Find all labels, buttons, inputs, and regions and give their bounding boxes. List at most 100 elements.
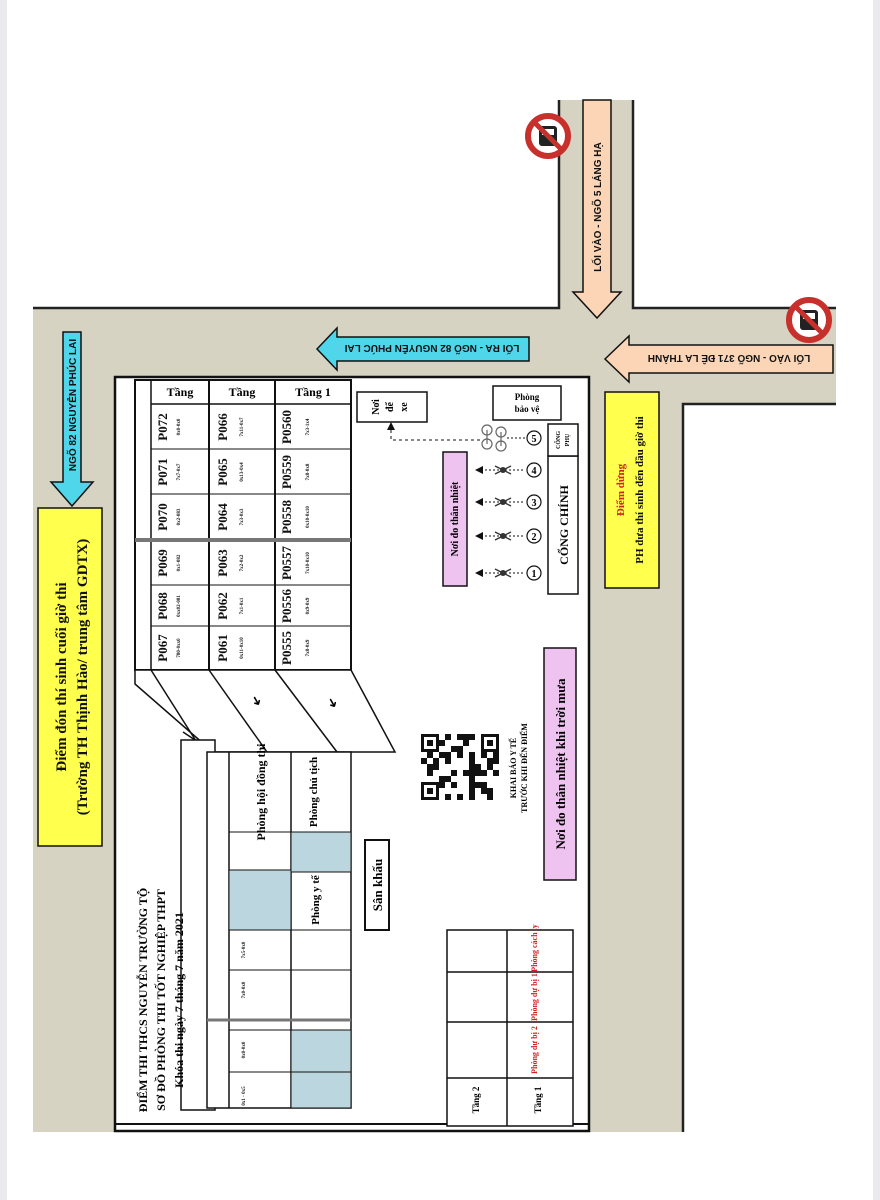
floor-label-top: Tầng: [167, 385, 194, 399]
room-code: P069: [155, 549, 170, 577]
room-code: P061: [215, 634, 230, 661]
temp-check-box: [442, 451, 468, 587]
dropoff-label: Điểm dừng: [615, 463, 627, 516]
room-code: P0559: [279, 455, 294, 489]
lane-number: 2: [532, 532, 537, 543]
room-range: 7x10-0x10: [306, 552, 311, 574]
secretary-room-shade: [290, 831, 352, 873]
reserve-floor1-label: Tầng 1: [533, 1086, 543, 1113]
room-range: 7x3-0x3: [240, 508, 245, 525]
parking-box: [356, 391, 428, 423]
room-range: 0xx02-081: [177, 595, 182, 617]
stage-box: [364, 839, 390, 931]
temp-check-label: Nơi đo thân nhiệt: [450, 481, 461, 556]
room-code: P072: [155, 413, 170, 440]
hall-block: [180, 739, 352, 1111]
room-code: P063: [215, 549, 230, 577]
reserve-room-2-label: Phòng dự bị 2: [530, 1026, 539, 1074]
title-line2: SƠ ĐỒ PHÒNG THI TỐT NGHIỆP THPT: [153, 889, 168, 1111]
main-gate-label: CỔNG CHÍNH: [556, 485, 571, 565]
parking-line2: để: [385, 401, 396, 412]
no-car-sign-icon: [786, 297, 832, 343]
health-declare-line2: TRƯỚC KHI ĐẾN ĐIỂM: [519, 723, 529, 813]
lane-number: 5: [532, 434, 537, 445]
isolation-room-label: Phòng cách ly: [530, 924, 539, 972]
room-code: P066: [215, 413, 230, 441]
entry-lang-ha-label: LỐI VÀO - NGÕ 5 LÁNG HẠ: [590, 142, 604, 271]
reserve-floor2-label: Tầng 2: [471, 1086, 481, 1113]
room-labels: P067 780-0xx0 P068 0xx02-081 P069 0x1-082 P070…: [155, 410, 311, 665]
room-range: 7x11-0x7: [240, 417, 245, 436]
parking-line3: xe: [399, 402, 410, 412]
bicycle-icon: [481, 424, 507, 452]
room-range: 0x1-082: [177, 554, 182, 571]
lane-number: 3: [532, 498, 537, 509]
room-range: 0x9-0x9: [306, 597, 311, 614]
road-ngo82-label: NGÕ 82 NGUYỄN PHÚC LAI: [66, 339, 79, 471]
room-range: 7x3-1x4: [306, 418, 311, 435]
lane-number-circle: [526, 430, 542, 446]
lane-arrow-icon: [475, 498, 483, 506]
lane-number-circle: [526, 565, 542, 581]
exam-site-map: NGÕ 82 NGUYỄN PHÚC LAI LỐI RA - NGÕ 82 N…: [7, 0, 873, 1200]
reserve-room-1-label: Phòng dự bị 1: [530, 973, 539, 1021]
side-gate-line1: CỔNG: [554, 431, 562, 449]
rain-temp-check-box: [543, 647, 577, 881]
lane-number-circle: [526, 528, 542, 544]
room-code: P062: [215, 592, 230, 619]
map-canvas: NGÕ 82 NGUYỄN PHÚC LAI LỐI RA - NGÕ 82 N…: [33, 99, 836, 1133]
title-line3: Khóa thi ngày 7 tháng 7 năm 2021: [172, 912, 186, 1088]
guard-room-box: [492, 385, 562, 421]
room-code: P0560: [279, 410, 294, 444]
entry-de-la-thanh-arrow: LỐI VÀO - NGÕ 371 ĐÊ LA THÀNH: [603, 334, 834, 384]
dropoff-box: [604, 391, 660, 589]
road-edges: [33, 100, 836, 1132]
room-range: 0x11-0x10: [240, 637, 245, 659]
room-range: 7x1-0x1: [240, 597, 245, 614]
entry-lang-ha-arrow: LỐI VÀO - NGÕ 5 LÁNG HẠ: [571, 99, 623, 320]
lane-arrow-icon: [475, 466, 483, 474]
lane-number-circle: [526, 494, 542, 510]
room-code: P0558: [279, 500, 294, 534]
room-code: P064: [215, 503, 230, 531]
room-code: P0556: [279, 589, 294, 623]
room-range: 7x2-0x2: [240, 554, 245, 571]
guard-line1: Phòng: [515, 392, 540, 402]
rain-temp-check-label: Nơi đo thân nhiệt khi trời mưa: [553, 678, 568, 849]
room-code: P070: [155, 503, 170, 530]
room-range: 0x13-0x4: [240, 462, 245, 482]
room-range: 7x8-0x8: [306, 463, 311, 480]
health-declare-line1: KHAI BÁO Y TẾ: [508, 738, 518, 798]
room-range: 780-0xx0: [177, 638, 182, 658]
guard-line2: bảo vệ: [515, 404, 540, 414]
lane-number: 1: [532, 569, 537, 580]
small-room-range: 7x0-0x0: [242, 981, 247, 998]
room-code: P0555: [279, 631, 294, 665]
room-code: P071: [155, 458, 170, 485]
floor-label-middle: Tầng: [229, 385, 256, 399]
parking-line1: Nơi: [371, 399, 382, 415]
stage-label: Sân khấu: [370, 859, 385, 911]
room-code: P067: [155, 634, 170, 662]
exit-label: LỐI RA - NGÕ 82 NGUYỄN PHÚC LAI: [344, 342, 519, 356]
exit-arrow: LỐI RA - NGÕ 82 NGUYỄN PHÚC LAI: [315, 326, 530, 372]
room-range: 0x10-0x10: [306, 506, 311, 528]
room-code: P065: [215, 458, 230, 486]
pickup-line2: (Trường TH Thịnh Hào/ trung tâm GDTX): [75, 539, 91, 816]
classroom-block: [134, 379, 352, 671]
entry-de-la-thanh-label: LỐI VÀO - NGÕ 371 ĐÊ LA THÀNH: [648, 352, 810, 366]
secretary-room-label: Phòng chủ tịch: [308, 757, 320, 827]
pickup-point-box: [37, 507, 103, 847]
room-range: 7x8-0x9: [306, 639, 311, 656]
side-gate-box: [547, 423, 579, 457]
small-room-range: 7x5-0x0: [242, 941, 247, 958]
side-gate-line2: PHỤ: [565, 433, 571, 446]
no-car-sign-icon: [525, 113, 571, 159]
lane-arrow-icon: [475, 532, 483, 540]
pickup-line1: Điểm đón thí sinh cuối giờ thi: [54, 582, 70, 771]
room-code: P068: [155, 592, 170, 620]
title-line1: ĐIỂM THI THCS NGUYỄN TRƯỜNG TỘ: [135, 888, 150, 1112]
lane-number: 4: [532, 466, 537, 477]
